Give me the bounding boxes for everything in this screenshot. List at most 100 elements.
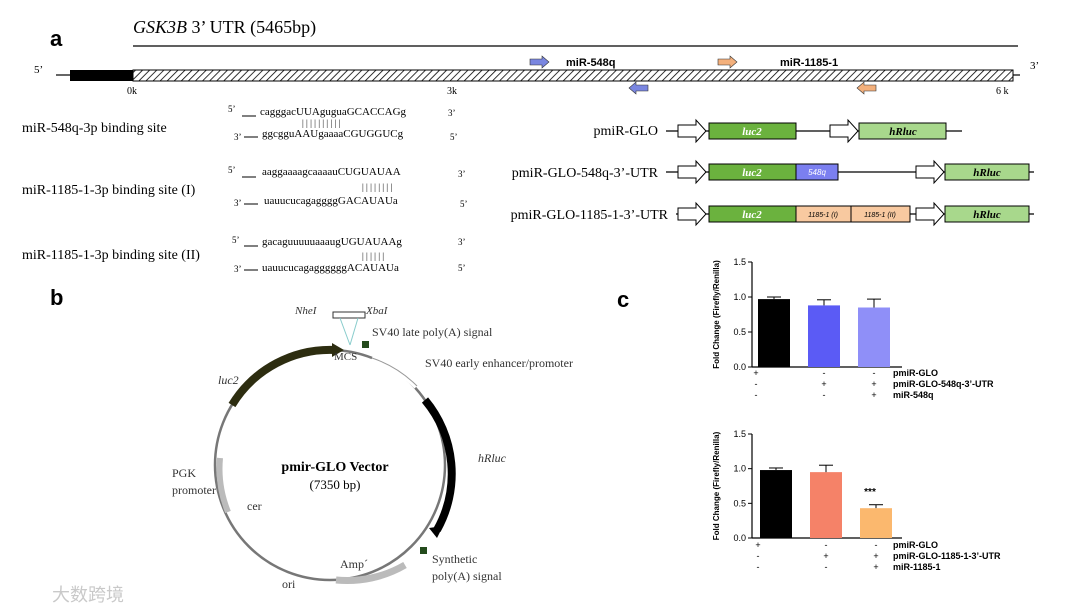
strand-end: 5’ <box>228 165 236 175</box>
condition-sign: + <box>871 390 876 400</box>
nhei-label: NheI <box>294 305 318 317</box>
condition-sign: + <box>873 562 878 572</box>
utr-title: GSK3B 3’ UTR (5465bp) <box>133 17 316 38</box>
insert-label: 1185-1 (I) <box>808 212 838 219</box>
sv40-late-label: SV40 late poly(A) signal <box>372 325 493 339</box>
sequence-top: cagggacUUAguguaGCACCAGg <box>260 106 407 118</box>
pairing-bars: | | | | | | | | | | <box>302 118 340 128</box>
sequence-top: aaggaaaagcaaaauCUGUAUAA <box>262 166 401 178</box>
condition-sign: + <box>821 379 826 389</box>
pairing-bars: | | | | | | <box>362 251 384 261</box>
panel-b: b NheI XbaI MCS SV40 late poly(A) signal… <box>50 285 573 591</box>
strand-end: 3’ <box>458 169 466 179</box>
bar <box>860 508 892 538</box>
construct-name: pmiR-GLO-548q-3’-UTR <box>512 166 659 181</box>
y-tick-label: 1.0 <box>733 292 746 302</box>
luc2-arc <box>228 345 337 408</box>
promoter-arrow-icon <box>677 118 707 144</box>
hrluc-label: hRluc <box>973 209 1001 221</box>
synthetic-polya-marker <box>420 547 427 554</box>
condition-label: miR-1185-1 <box>893 562 941 572</box>
scale-6k: 6 k <box>996 86 1009 97</box>
panel-b-letter: b <box>50 285 63 310</box>
condition-sign: - <box>757 551 760 561</box>
binding-site-label: miR-1185-1-3p binding site (I) <box>22 183 196 198</box>
y-axis-label: Fold Change (Firefly/Renilla) <box>712 260 721 369</box>
condition-sign: - <box>823 390 826 400</box>
ori-label: ori <box>282 577 296 591</box>
pairing-bars: | | | | | | | | <box>362 182 392 192</box>
condition-sign: - <box>875 540 878 550</box>
sequence-bottom: uauucucagaggggggACAUAUa <box>262 262 399 274</box>
promoter-label: promoter <box>172 483 216 497</box>
hrluc-box <box>944 205 1030 223</box>
hrluc-box <box>858 122 947 140</box>
luc2-label: luc2 <box>742 126 762 138</box>
strand-end: 3’ <box>234 264 242 274</box>
y-tick-label: 1.5 <box>733 429 746 439</box>
hrluc-label: hRluc <box>973 167 1001 179</box>
strand-end: 5’ <box>232 235 240 245</box>
condition-sign: - <box>755 390 758 400</box>
luc2-label: luc2 <box>742 167 762 179</box>
amp-label: Amp´ <box>340 557 368 571</box>
promoter-arrow-icon <box>677 159 707 185</box>
condition-sign: - <box>757 562 760 572</box>
watermark: 大数跨境 <box>52 585 124 605</box>
luc2-box <box>708 122 797 140</box>
condition-label: miR-548q <box>893 390 934 400</box>
synthetic-label: Synthetic <box>432 552 477 566</box>
amp-arc <box>335 561 407 585</box>
promoter-arrow-icon <box>915 201 945 227</box>
three-prime-label: 3’ <box>1030 60 1039 72</box>
panel-a: a GSK3B 3’ UTR (5465bp) 5’ 3’ 0k 3k 6 k … <box>22 17 1039 274</box>
significance-marker: *** <box>864 487 876 498</box>
condition-label: pmiR-GLO <box>893 368 938 378</box>
condition-sign: - <box>825 540 828 550</box>
condition-sign: + <box>823 551 828 561</box>
sv40-early-label: SV40 early enhancer/promoter <box>425 356 573 370</box>
pgk-arc <box>216 457 231 514</box>
insert-label: 548q <box>808 168 826 177</box>
y-axis-label: Fold Change (Firefly/Renilla) <box>712 431 721 540</box>
luc2-arrowhead-icon <box>332 343 344 357</box>
promoter-arrow-icon <box>829 118 859 144</box>
bar <box>760 470 792 538</box>
insert-548q-box <box>795 163 839 181</box>
condition-sign: - <box>755 379 758 389</box>
sequence-top: gacaguuuuuaaaugUGUAUAAg <box>262 236 402 248</box>
bar <box>858 307 890 367</box>
luc2-map-label: luc2 <box>218 373 239 387</box>
sv40-early-outline <box>371 357 418 387</box>
mir548-label: miR-548q <box>566 57 616 69</box>
polya-label: poly(A) signal <box>432 569 502 583</box>
y-tick-label: 1.5 <box>733 257 746 267</box>
mir1185-label: miR-1185-1 <box>780 57 838 69</box>
sv40-early-arc <box>370 354 420 389</box>
sequence-bottom: ggcgguAAUgaaaaCGUGGUCg <box>262 128 404 140</box>
pgk-label: PGK <box>172 466 196 480</box>
bar <box>758 299 790 367</box>
condition-label: pmiR-GLO-1185-1-3’-UTR <box>893 551 1001 561</box>
insert-label: 1185-1 (II) <box>864 212 896 219</box>
condition-sign: - <box>825 562 828 572</box>
binding-site-label: miR-548q-3p binding site <box>22 121 167 136</box>
panel-c-letter: c <box>617 287 629 312</box>
strand-end: 5’ <box>450 132 458 142</box>
condition-sign: + <box>873 551 878 561</box>
promoter-arrow-icon <box>677 201 707 227</box>
condition-sign: + <box>871 379 876 389</box>
y-tick-label: 0.5 <box>733 327 746 337</box>
five-prime-label: 5’ <box>34 64 43 76</box>
condition-sign: + <box>753 368 758 378</box>
strand-end: 3’ <box>458 237 466 247</box>
construct-pmir-glo: pmiR-GLO luc2 hRluc <box>593 118 962 144</box>
mcs-line <box>349 317 359 346</box>
mir548-site-arrow-icon <box>529 55 550 69</box>
y-tick-label: 0.0 <box>733 533 746 543</box>
cer-label: cer <box>247 499 262 513</box>
